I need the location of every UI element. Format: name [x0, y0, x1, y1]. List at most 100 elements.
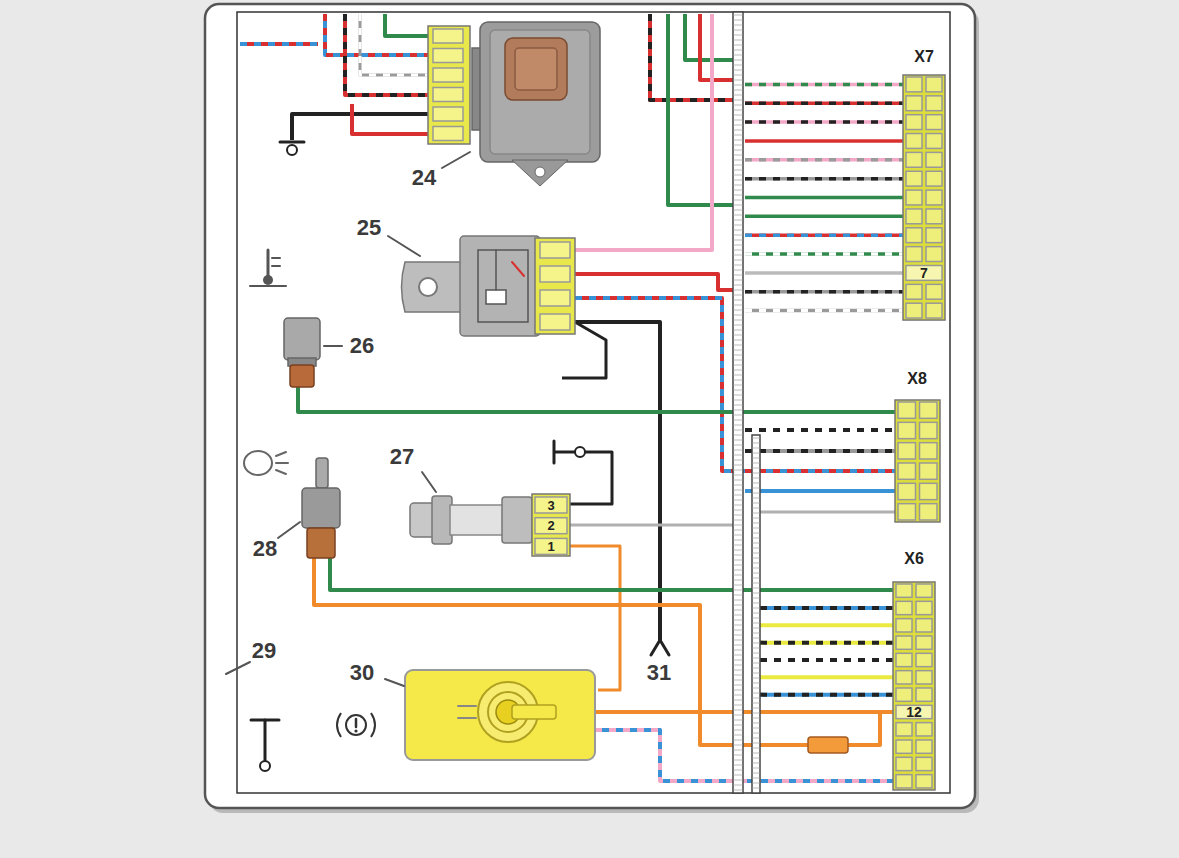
harness-tick [734, 720, 742, 721]
wire [298, 387, 895, 412]
connector-cell [920, 483, 938, 499]
wire-stripe [745, 290, 903, 294]
oil-pressure-icon [244, 451, 272, 475]
connector-cell [926, 303, 942, 318]
harness-tick [734, 765, 742, 766]
harness-tick [734, 355, 742, 356]
temperature-sensor [290, 365, 314, 387]
harness-tick [734, 250, 742, 251]
harness-tick [734, 485, 742, 486]
connector-cell [906, 190, 922, 205]
harness-tick [734, 575, 742, 576]
wire [745, 252, 903, 256]
relay-symbol [495, 250, 497, 290]
harness-tick [734, 55, 742, 56]
wire-stripe [760, 641, 893, 645]
connector-pin [535, 538, 567, 554]
harness-tick [734, 340, 742, 341]
harness-tick [734, 435, 742, 436]
wire [745, 233, 903, 237]
pin-number: 12 [906, 705, 922, 719]
pin-number: 1 [547, 540, 554, 553]
harness-tick [753, 783, 759, 784]
ground-symbol [260, 761, 270, 771]
harness-tick [753, 463, 759, 464]
connector-cell [896, 619, 912, 632]
wire [668, 14, 733, 205]
harness-tick [753, 563, 759, 564]
connector-cell [916, 601, 932, 614]
leader-line [385, 679, 404, 686]
harness-tick [734, 215, 742, 216]
harness-tick [734, 640, 742, 641]
wire [745, 102, 903, 106]
connector-cell [898, 463, 916, 479]
harness-tick [734, 560, 742, 561]
harness-tick [734, 100, 742, 101]
harness-tick [734, 595, 742, 596]
wire [760, 606, 893, 610]
relay-symbol [478, 250, 528, 322]
harness-tick [753, 778, 759, 779]
oil-pressure-icon [276, 452, 286, 456]
harness-tick [734, 190, 742, 191]
harness-tick [753, 513, 759, 514]
harness-tick [734, 240, 742, 241]
harness-tick [734, 475, 742, 476]
harness-tick [753, 483, 759, 484]
harness-tick [734, 125, 742, 126]
harness-tick [734, 605, 742, 606]
harness-tick [734, 220, 742, 221]
connector-pin [540, 290, 570, 306]
wire [560, 730, 893, 781]
harness-tick [734, 210, 742, 211]
harness-tick [734, 60, 742, 61]
harness-tick [753, 703, 759, 704]
harness-tick [734, 120, 742, 121]
harness-tick [734, 465, 742, 466]
harness-tick [734, 90, 742, 91]
harness-tick [734, 205, 742, 206]
harness-tick [734, 710, 742, 711]
ground-symbol [287, 145, 297, 155]
harness-tick [734, 590, 742, 591]
harness-tick [734, 110, 742, 111]
harness-tick [753, 688, 759, 689]
harness-tick [734, 415, 742, 416]
connector-cell [896, 636, 912, 649]
harness-tick [734, 230, 742, 231]
harness-tick [753, 643, 759, 644]
harness-tick [734, 625, 742, 626]
relay [419, 278, 437, 296]
wire [745, 271, 903, 275]
connector-cell [896, 601, 912, 614]
harness-tick [734, 40, 742, 41]
pin-number: 3 [547, 499, 554, 512]
harness-tick [753, 488, 759, 489]
wire [848, 712, 893, 745]
harness-tick [734, 20, 742, 21]
harness-tick [734, 455, 742, 456]
connector-cell [920, 463, 938, 479]
harness-tick [734, 615, 742, 616]
harness-tick [753, 593, 759, 594]
wire-stripe [560, 730, 893, 781]
fuel-level-sensor [405, 670, 595, 760]
callout-number: 27 [390, 446, 414, 468]
wire [745, 139, 903, 143]
harness-tick [753, 543, 759, 544]
wire [760, 675, 893, 679]
connector-pins [532, 494, 570, 556]
harness-tick [734, 635, 742, 636]
harness-tick [734, 360, 742, 361]
harness-tick [734, 290, 742, 291]
harness-tick [753, 623, 759, 624]
harness-tick [753, 538, 759, 539]
harness-tick [734, 180, 742, 181]
harness-tick [753, 493, 759, 494]
connector-pin [433, 127, 463, 141]
harness-tick [734, 685, 742, 686]
harness-tick [734, 570, 742, 571]
connector-cell [926, 152, 942, 167]
